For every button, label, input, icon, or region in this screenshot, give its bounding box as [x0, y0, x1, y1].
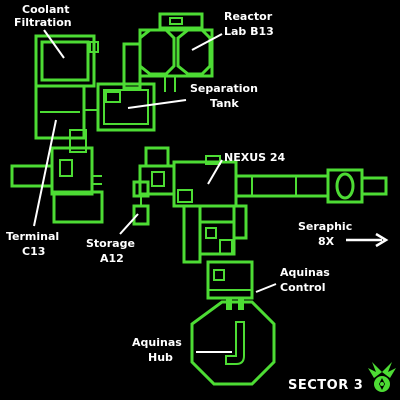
label-coolant-line1: Coolant [22, 3, 69, 16]
label-seraphic-line1: Seraphic [298, 220, 352, 233]
label-storage-line2: A12 [100, 252, 124, 265]
leader-terminal [33, 119, 57, 227]
label-terminal-line2: C13 [22, 245, 45, 258]
label-aquinas-control-line1: Aquinas [280, 266, 330, 279]
label-terminal-line1: Terminal [6, 230, 59, 243]
label-nexus: NEXUS 24 [224, 151, 286, 164]
leader-separation [127, 99, 187, 109]
winged-emblem-icon [368, 362, 396, 392]
room-nexus-24 [138, 146, 238, 208]
room-coolant-filtration [34, 34, 99, 140]
room-aquinas-control [206, 260, 254, 310]
room-reactor-lab-b13 [138, 12, 214, 92]
corridor-aquinas [182, 204, 248, 264]
label-reactor-line2: Lab B13 [224, 25, 274, 38]
leader-lines [33, 29, 277, 353]
room-terminal-c13 [10, 129, 104, 224]
label-aquinas-hub-line2: Hub [148, 351, 173, 364]
label-coolant-line2: Filtration [14, 16, 72, 29]
leader-coolant [43, 29, 65, 59]
leader-storage [119, 213, 139, 235]
leader-reactor [191, 33, 223, 51]
label-storage-line1: Storage [86, 237, 135, 250]
leader-aquinas-control [255, 283, 277, 293]
room-labels: Coolant Filtration Reactor Lab B13 Separ… [6, 3, 352, 364]
leader-nexus [207, 159, 223, 185]
room-aquinas-hub [190, 300, 276, 386]
label-separation-line2: Tank [210, 97, 239, 110]
label-aquinas-control-line2: Control [280, 281, 325, 294]
label-separation-line1: Separation [190, 82, 258, 95]
arrow-right-icon [346, 232, 389, 248]
sector-label: SECTOR 3 [288, 378, 363, 393]
map-walls [10, 12, 388, 386]
label-aquinas-hub-line1: Aquinas [132, 336, 182, 349]
label-reactor-line1: Reactor [224, 10, 273, 23]
label-seraphic-line2: 8X [318, 235, 335, 248]
corridor-seraphic [234, 168, 388, 204]
room-separation-tank [84, 42, 156, 132]
